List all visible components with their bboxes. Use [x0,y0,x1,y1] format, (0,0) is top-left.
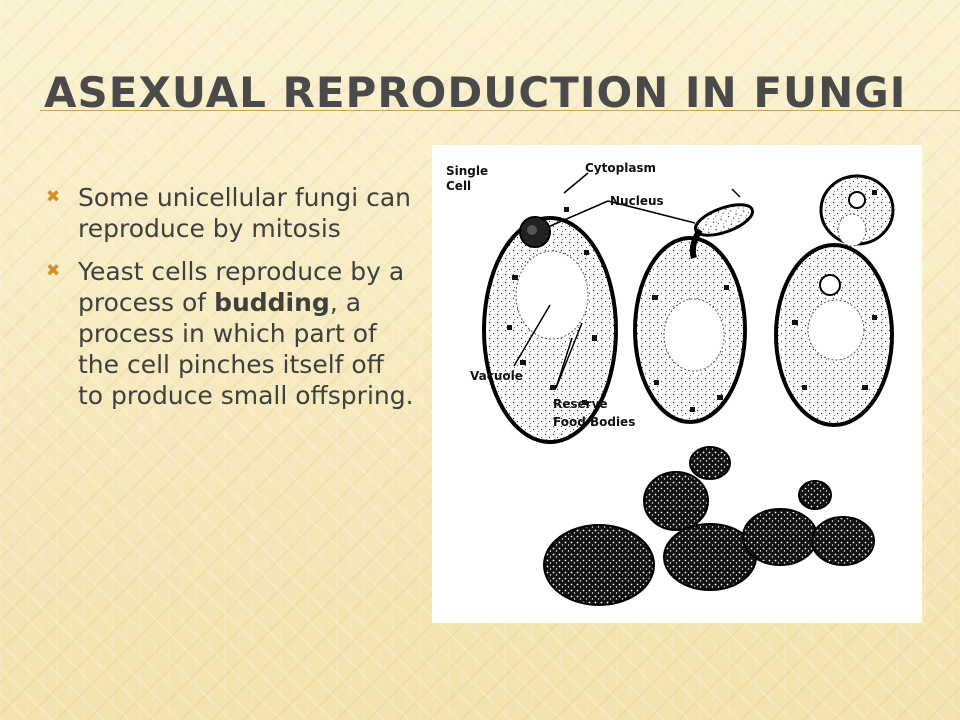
bullet-bold-term: budding [214,288,330,317]
label-pointers [513,172,741,389]
label-vacuole: Vacuole [470,369,523,383]
yeast-diagram: Single Cell Cytoplasm Nucleus Vacuole Re… [446,161,895,606]
yeast-colony [543,446,875,606]
bullet-item-2: ✖ Yeast cells reproduce by a process of … [46,256,416,411]
yeast-diagram-figure: Single Cell Cytoplasm Nucleus Vacuole Re… [432,145,922,623]
bullet-item-1: ✖ Some unicellular fungi can reproduce b… [46,182,416,244]
bullet-text: Yeast cells reproduce by a process of [78,257,405,317]
single-yeast-cell [482,207,618,444]
label-reserve-2: Food Bodies [553,415,635,429]
yeast-cell-chain [774,174,895,427]
label-reserve-1: Reserve [553,397,608,411]
title-underline [40,110,960,111]
bullet-text: Some unicellular fungi can reproduce by … [78,183,411,243]
bullet-list: ✖ Some unicellular fungi can reproduce b… [46,182,416,423]
label-nucleus: Nucleus [610,194,664,208]
label-cytoplasm: Cytoplasm [585,161,656,175]
label-single-cell-1: Single [446,164,488,178]
slide-title: Asexual Reproduction in Fungi [44,68,907,117]
bullet-text-continued: , a process in which part of the cell pi… [78,288,414,410]
x-bullet-icon: ✖ [46,261,61,281]
budding-yeast-cell [633,203,754,424]
label-single-cell-2: Cell [446,179,471,193]
x-bullet-icon: ✖ [46,187,61,207]
